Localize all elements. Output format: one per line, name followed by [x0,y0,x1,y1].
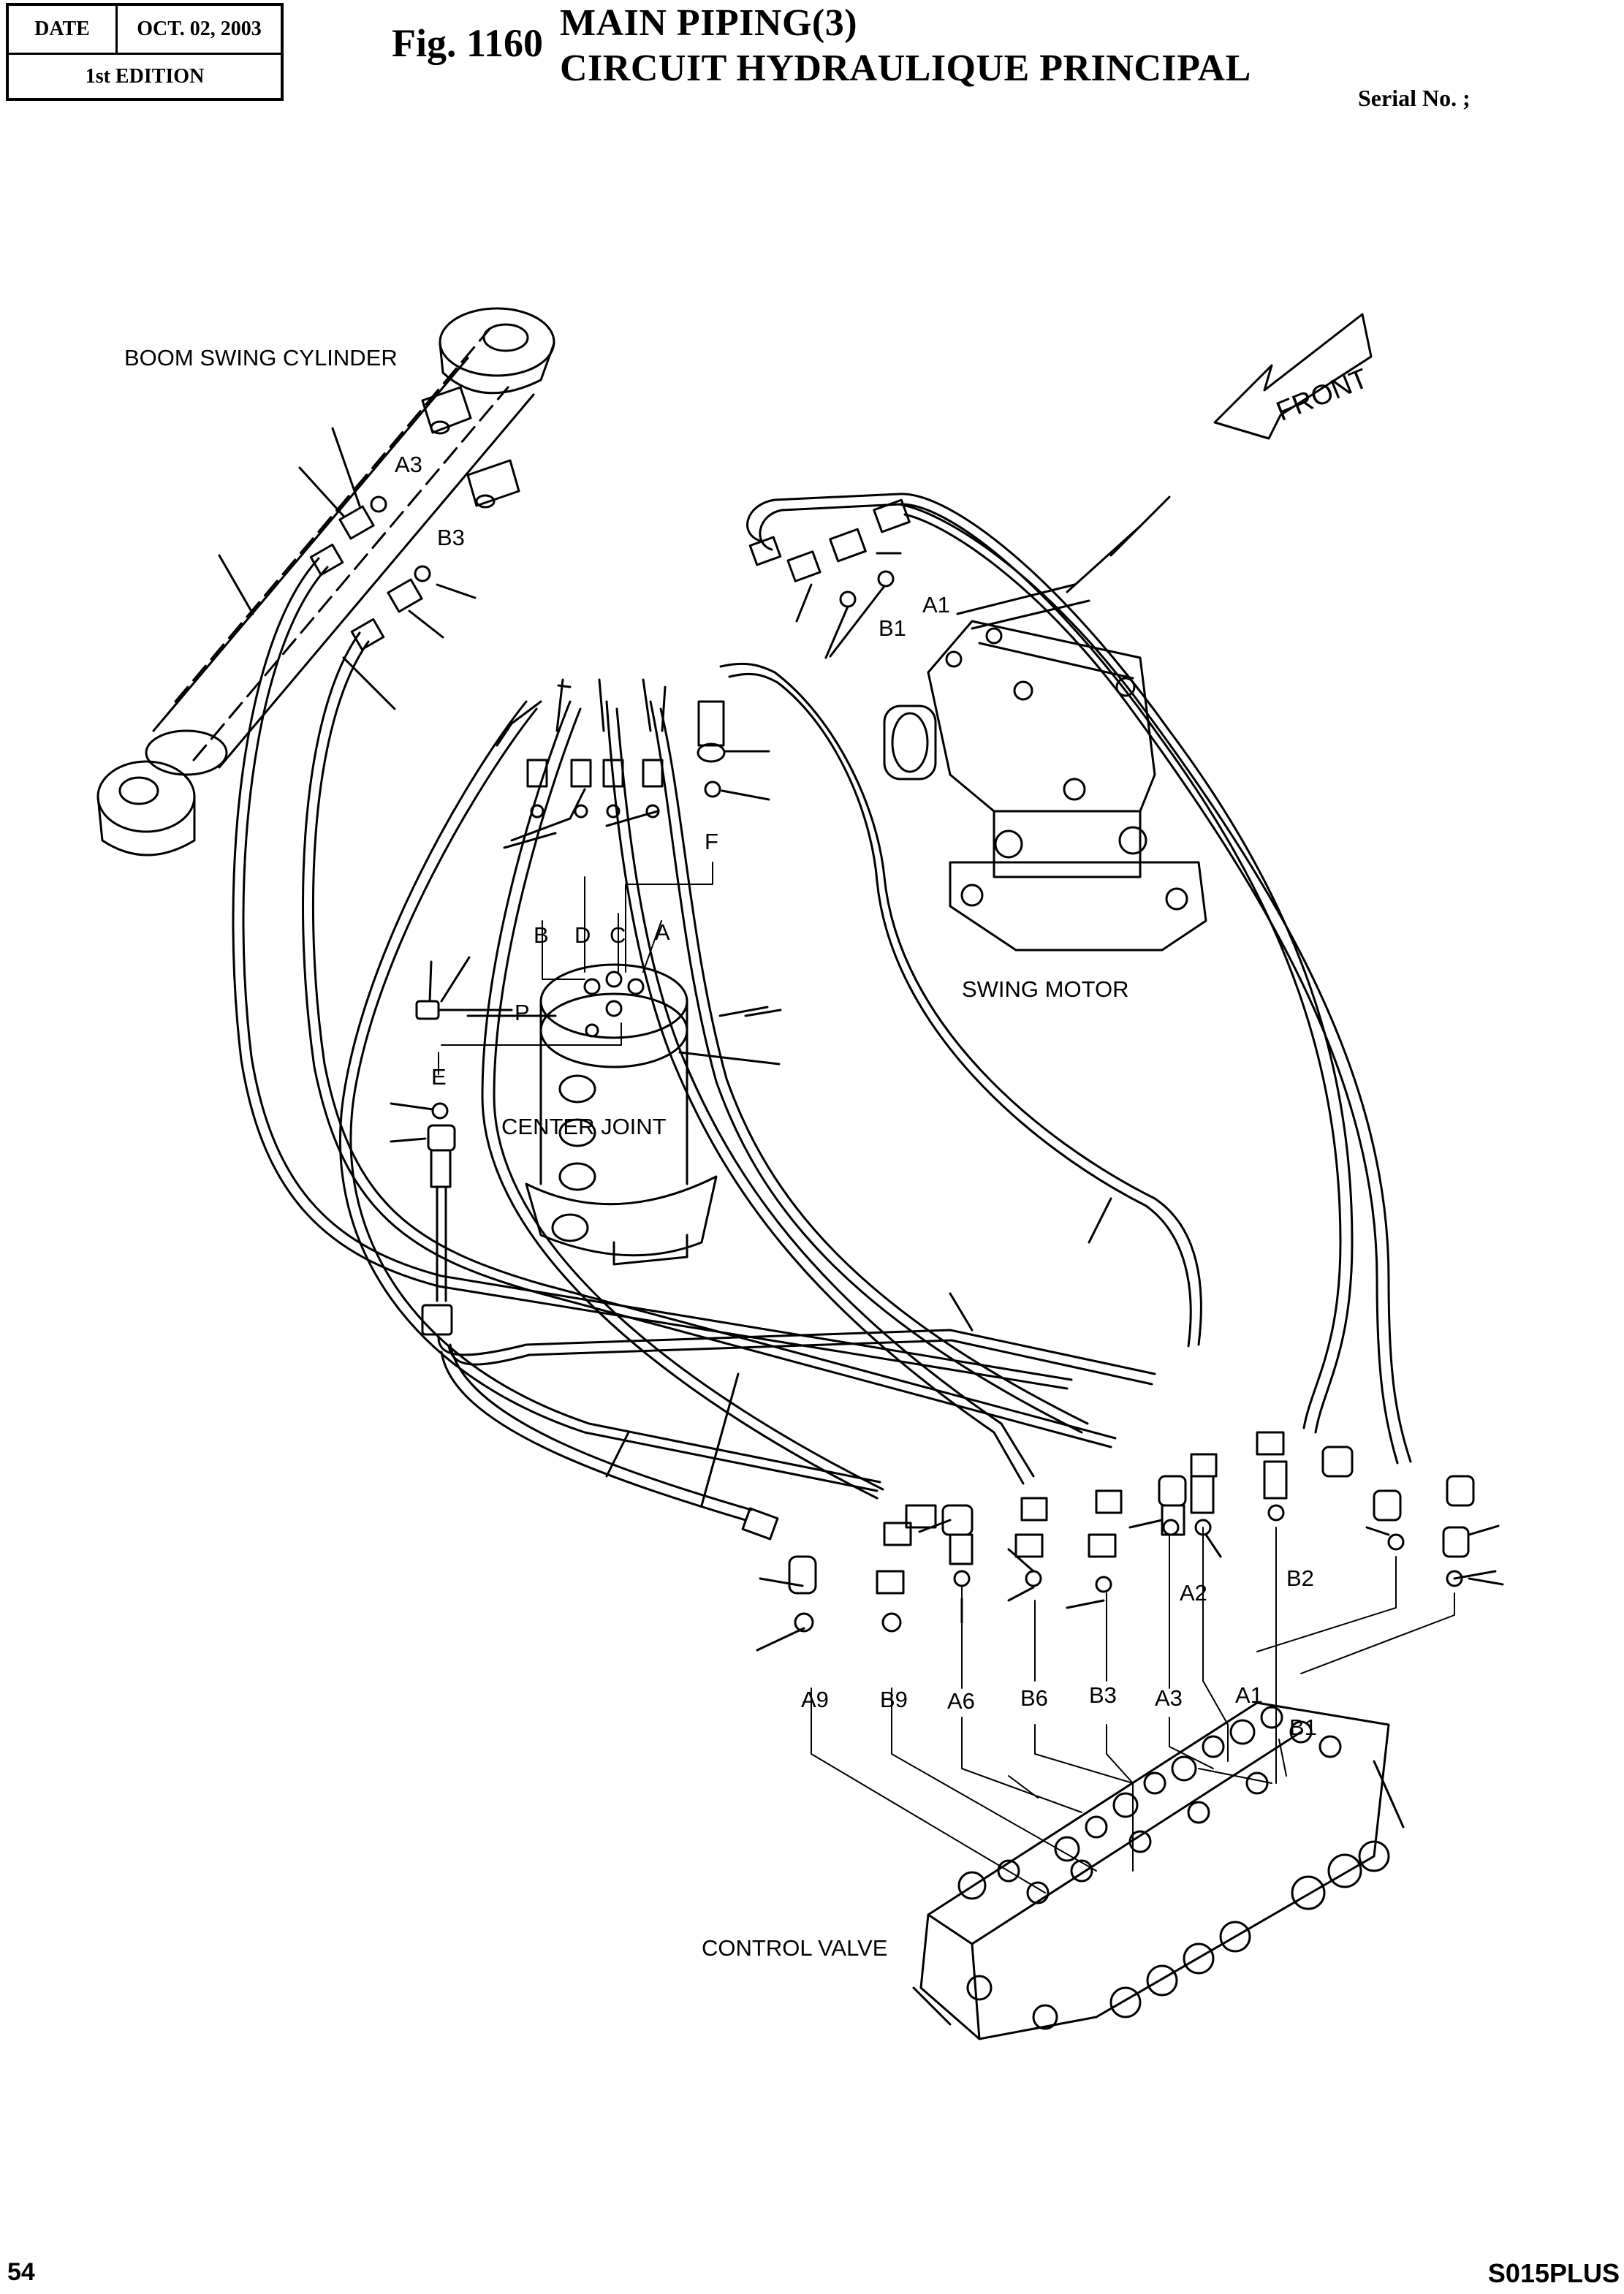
center-joint [390,700,781,1266]
title-french: CIRCUIT HYDRAULIQUE PRINCIPAL [560,48,1251,89]
label-swing-motor: SWING MOTOR [962,976,1128,1002]
label-cv-a6: A6 [947,1688,975,1714]
label-cj-e: E [431,1064,447,1090]
label-cj-d: D [574,922,591,948]
label-cv-b3: B3 [1089,1682,1117,1708]
center-joint-hoses [339,662,1202,1500]
front-arrow [1213,313,1373,440]
label-boom-swing-cylinder: BOOM SWING CYLINDER [124,345,398,371]
label-cv-b9: B9 [880,1687,908,1712]
control-valve [912,1701,1405,2040]
e-port-hoses [421,1185,1156,1522]
label-cj-a: A [655,919,670,945]
swing-motor [748,498,1207,952]
model-name: S015PLUS [1487,2258,1620,2288]
page-number: 54 [7,2258,35,2286]
label-cv-a2: A2 [1180,1580,1207,1606]
date-value: OCT. 02, 2003 [137,18,262,40]
control-valve-leaders [811,1527,1455,1894]
center-joint-leaders [438,862,713,1075]
label-cv-b1: B1 [1289,1714,1317,1740]
serial-number: Serial No. ; [1358,85,1471,111]
label-cj-b: B [534,922,549,948]
label-cv-a1: A1 [1235,1682,1263,1708]
control-valve-fittings [741,1431,1504,1652]
label-cj-c: C [610,922,626,948]
label-motor-a1: A1 [922,592,950,618]
label-cyl-b3: B3 [437,525,465,550]
date-label: DATE [9,6,118,53]
label-cv-b2: B2 [1286,1565,1314,1591]
label-motor-b1: B1 [879,615,906,641]
figure-number: Fig. 1160 [392,21,544,65]
edition-label: 1st EDITION [85,64,205,88]
label-center-joint: CENTER JOINT [501,1114,667,1139]
title-english: MAIN PIPING(3) [560,2,858,44]
boom-swing-cylinder [96,307,555,857]
label-cv-a3: A3 [1155,1685,1183,1711]
motor-hoses [746,493,1412,1465]
label-cj-f: F [705,829,718,854]
label-cyl-a3: A3 [395,452,422,477]
label-cv-b6: B6 [1020,1685,1048,1711]
label-control-valve: CONTROL VALVE [702,1935,887,1961]
label-cv-a9: A9 [801,1687,829,1712]
date-edition-box: DATE OCT. 02, 2003 1st EDITION [6,3,284,101]
label-cj-p: P [515,1000,530,1025]
